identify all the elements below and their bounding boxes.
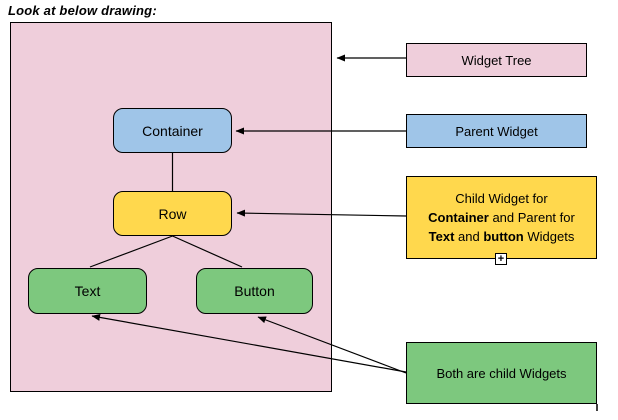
callout-parent-widget-label: Parent Widget xyxy=(455,123,538,139)
node-row-label: Row xyxy=(158,205,187,222)
node-container: Container xyxy=(113,108,232,153)
callout-widget-tree-label: Widget Tree xyxy=(461,52,532,68)
node-container-label: Container xyxy=(142,122,203,139)
callout-child-widget: Child Widget for Container and Parent fo… xyxy=(406,176,597,259)
node-button-label: Button xyxy=(234,283,275,299)
callout-both-children-label: Both are child Widgets xyxy=(436,365,567,381)
callout-both-children: Both are child Widgets xyxy=(406,342,597,404)
callout-child-widget-label: Child Widget for Container and Parent fo… xyxy=(428,191,575,244)
plus-handle-icon[interactable]: + xyxy=(495,253,507,265)
callout-widget-tree: Widget Tree xyxy=(406,43,587,77)
page-title: Look at below drawing: xyxy=(8,3,157,18)
node-button: Button xyxy=(196,268,313,314)
node-row: Row xyxy=(113,191,232,236)
node-text-label: Text xyxy=(74,283,101,299)
callout-parent-widget: Parent Widget xyxy=(406,114,587,148)
node-text: Text xyxy=(28,268,147,314)
